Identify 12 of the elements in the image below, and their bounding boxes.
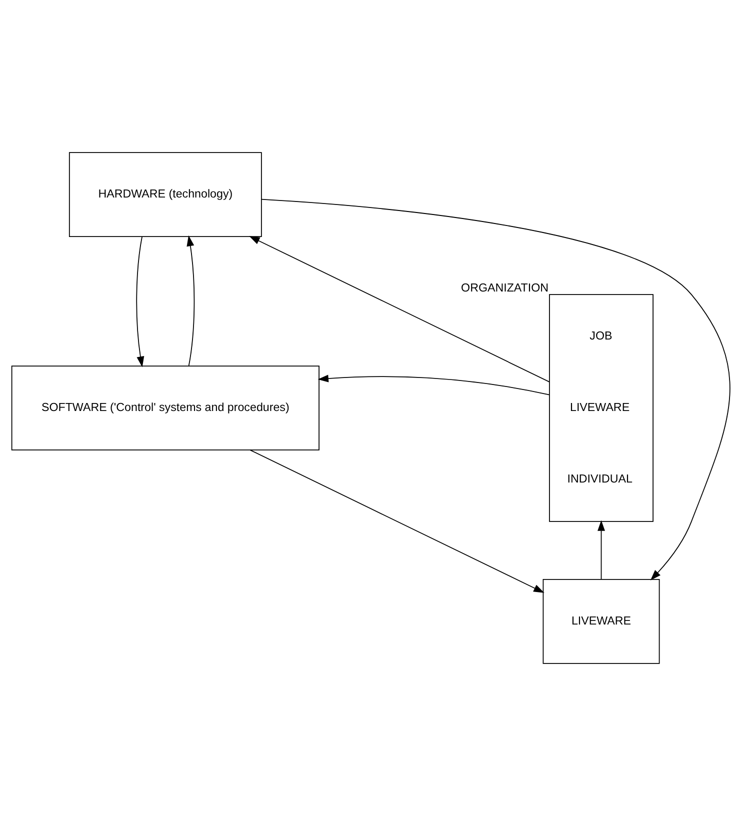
arrow bbox=[261, 198, 730, 580]
arrow bbox=[598, 520, 606, 580]
arrow bbox=[250, 449, 544, 592]
node-box: JOB LIVEWARE INDIVIDUAL bbox=[549, 294, 654, 522]
node-box: HARDWARE (technology) bbox=[68, 152, 262, 236]
node-box: SOFTWARE ('Control' systems and procedures) bbox=[11, 365, 320, 450]
arrow bbox=[186, 234, 195, 366]
node-box: LIVEWARE bbox=[542, 578, 660, 664]
arrow bbox=[136, 236, 144, 367]
node-label: ORGANIZATION bbox=[461, 280, 549, 294]
arrow bbox=[249, 236, 550, 382]
arrow bbox=[318, 374, 550, 395]
